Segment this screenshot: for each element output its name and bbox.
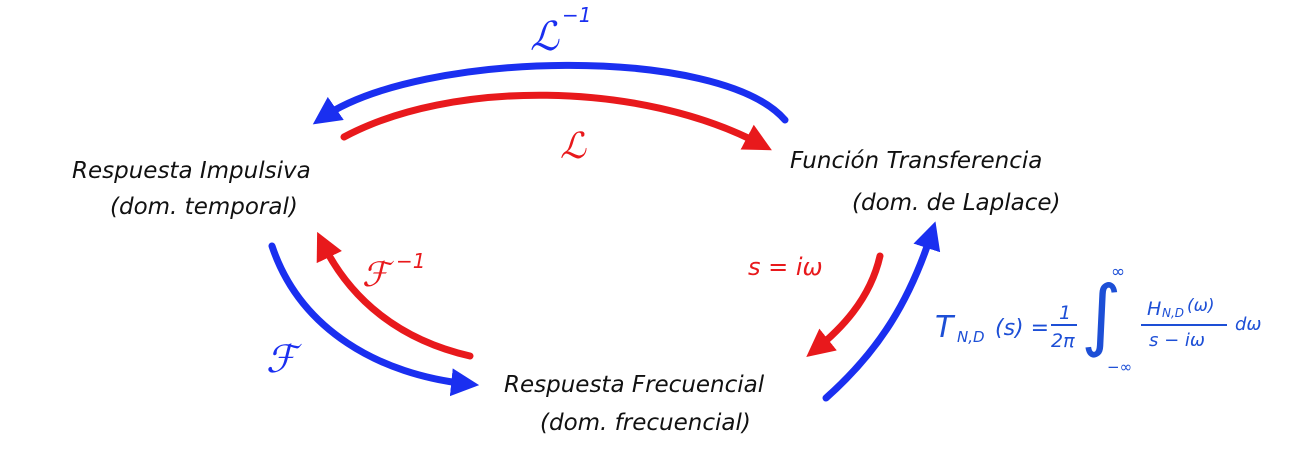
inverse-fourier-symbol: ℱ <box>362 255 395 295</box>
formula-fraction-bar <box>1051 324 1077 326</box>
laplace-label: ℒ <box>560 126 587 167</box>
formula-fraction-numerator: 1 <box>1059 302 1072 324</box>
inverse-fourier-label: ℱ −1 <box>362 249 425 295</box>
node-transfer-subtitle: (dom. de Laplace) <box>852 190 1061 216</box>
integral-upper-limit: ∞ <box>1111 262 1126 282</box>
node-frequency-subtitle: (dom. frecuencial) <box>540 410 751 436</box>
fourier-arrow <box>268 242 480 397</box>
substitution-label: s = iω <box>748 253 823 281</box>
substitution-arrow <box>806 252 884 357</box>
inverse-laplace-exponent: −1 <box>562 3 591 27</box>
inverse-laplace-label: ℒ −1 <box>530 3 591 60</box>
integral-lower-limit: −∞ <box>1107 358 1133 376</box>
node-impulse-title: Respuesta Impulsiva <box>72 158 311 184</box>
integrand-numerator-argument: (ω) <box>1187 296 1215 316</box>
frequency-to-transfer-arrow <box>822 221 941 402</box>
node-transfer-function: Función Transferencia (dom. de Laplace) <box>790 148 1061 216</box>
integrand-fraction-bar <box>1141 324 1227 326</box>
node-frequency-title: Respuesta Frecuencial <box>504 372 765 398</box>
laplace-arrow <box>340 91 772 151</box>
fourier-label: ℱ <box>266 337 302 381</box>
formula-fraction-denominator: 2π <box>1051 330 1075 352</box>
formula-lhs: T <box>935 310 954 345</box>
formula-lhs-argument: (s) = <box>995 316 1050 341</box>
inverse-laplace-arrow <box>312 61 789 125</box>
node-impulse-subtitle: (dom. temporal) <box>110 194 298 220</box>
inverse-laplace-symbol: ℒ <box>530 14 560 60</box>
transfer-function-formula: T N,D (s) = 1 2π ∫ ∞ −∞ H N,D (ω) s − iω… <box>935 262 1275 382</box>
node-transfer-title: Función Transferencia <box>790 148 1042 174</box>
inverse-fourier-exponent: −1 <box>396 249 425 273</box>
formula-differential: dω <box>1235 314 1262 335</box>
formula-lhs-subscript: N,D <box>957 328 985 346</box>
integrand-numerator: H <box>1147 298 1162 320</box>
integrand-denominator: s − iω <box>1149 330 1205 351</box>
inverse-fourier-arrow <box>316 231 474 360</box>
node-impulse-response: Respuesta Impulsiva (dom. temporal) <box>72 158 311 220</box>
node-frequency-response: Respuesta Frecuencial (dom. frecuencial) <box>504 372 765 436</box>
integrand-numerator-subscript: N,D <box>1162 306 1185 320</box>
integral-sign: ∫ <box>1081 270 1122 360</box>
